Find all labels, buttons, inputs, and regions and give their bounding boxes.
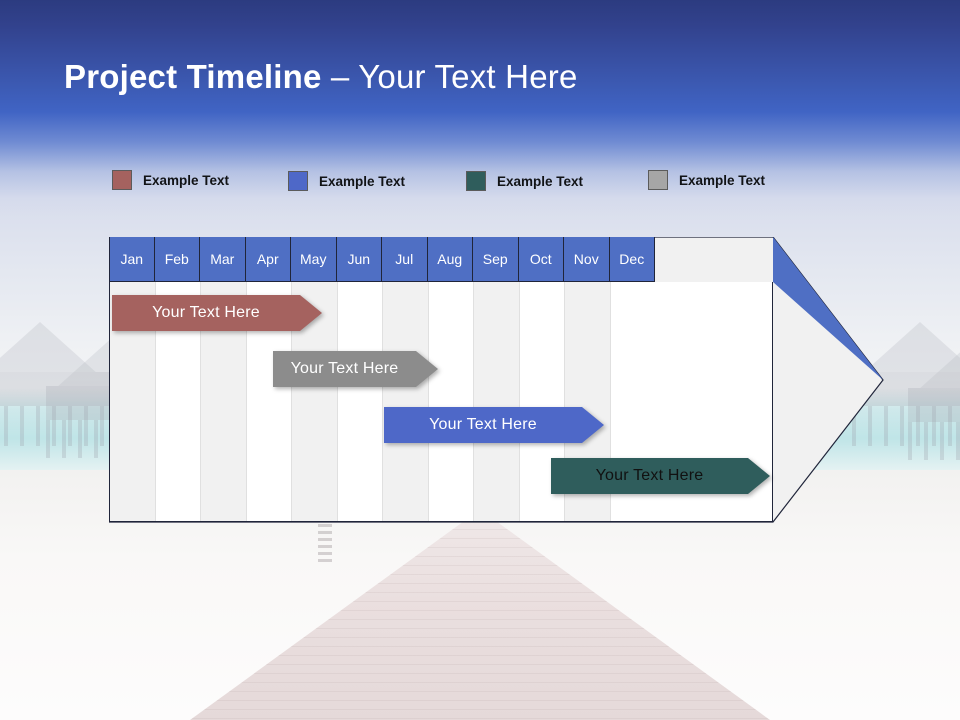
timeline-column-sep [474,282,520,521]
legend-item-label: Example Text [497,173,584,189]
arrow-header-wedge [773,237,883,380]
legend-item-4[interactable]: Example Text [648,170,765,190]
timeline-bar-label: Your Text Here [595,467,704,484]
month-cell-jul[interactable]: Jul [382,237,428,282]
bungalow-body [908,388,960,422]
month-cell-dec[interactable]: Dec [609,237,655,282]
page-title-light: – Your Text Here [321,58,578,95]
legend-swatch-icon [288,171,308,191]
bungalow-body [0,372,112,406]
timeline-bar-label: Your Text Here [152,304,260,321]
month-cell-jan[interactable]: Jan [109,237,155,282]
month-cell-oct[interactable]: Oct [518,237,564,282]
timeline-column-oct [520,282,565,521]
timeline-bar-label: Your Text Here [290,360,399,377]
timeline-column-aug [429,282,474,521]
legend-item-label: Example Text [143,172,230,188]
timeline-bar-4[interactable]: Your Text Here [551,458,770,494]
bar-arrow-shape [112,295,322,331]
month-cell-sep[interactable]: Sep [473,237,519,282]
timeline-bar-label: Your Text Here [429,416,537,433]
month-cell-nov[interactable]: Nov [564,237,610,282]
legend-swatch-icon [466,171,486,191]
bungalow-stilts [0,406,112,446]
bar-arrow-shape [384,407,604,443]
month-cell-may[interactable]: May [291,237,337,282]
bar-arrow-shape [551,458,770,494]
bungalow-right-near [908,338,960,460]
bar-arrow-shape [273,351,438,387]
timeline-bar-1[interactable]: Your Text Here [112,295,322,331]
month-cell-feb[interactable]: Feb [154,237,200,282]
legend-swatch-icon [648,170,668,190]
month-cell-aug[interactable]: Aug [427,237,473,282]
legend-item-1[interactable]: Example Text [112,170,229,190]
bungalow-stilts [852,406,960,446]
bungalow-left-far [0,322,112,446]
timeline-bar-3[interactable]: Your Text Here [384,407,604,443]
month-cell-mar[interactable]: Mar [200,237,246,282]
timeline-column-apr [247,282,292,521]
legend-item-2[interactable]: Example Text [288,171,405,191]
month-cell-apr[interactable]: Apr [245,237,291,282]
legend-swatch-icon [112,170,132,190]
pier-post [318,524,332,566]
page-title: Project Timeline – Your Text Here [64,58,578,96]
month-cell-jun[interactable]: Jun [336,237,382,282]
legend-item-3[interactable]: Example Text [466,171,583,191]
bungalow-roof-icon [918,338,960,390]
timeline-column-jul [383,282,429,521]
page-title-strong: Project Timeline [64,58,322,95]
legend-item-label: Example Text [679,172,766,188]
timeline-column-jun [338,282,383,521]
timeline-month-header: Jan Feb Mar Apr May Jun Jul Aug Sep Oct … [109,237,655,282]
bungalow-roof-icon [0,322,98,374]
timeline-column-feb [156,282,201,521]
legend-item-label: Example Text [319,173,406,189]
bungalow-stilts [908,422,960,460]
timeline-bar-2[interactable]: Your Text Here [273,351,438,387]
bungalow-roof-icon [862,322,960,374]
